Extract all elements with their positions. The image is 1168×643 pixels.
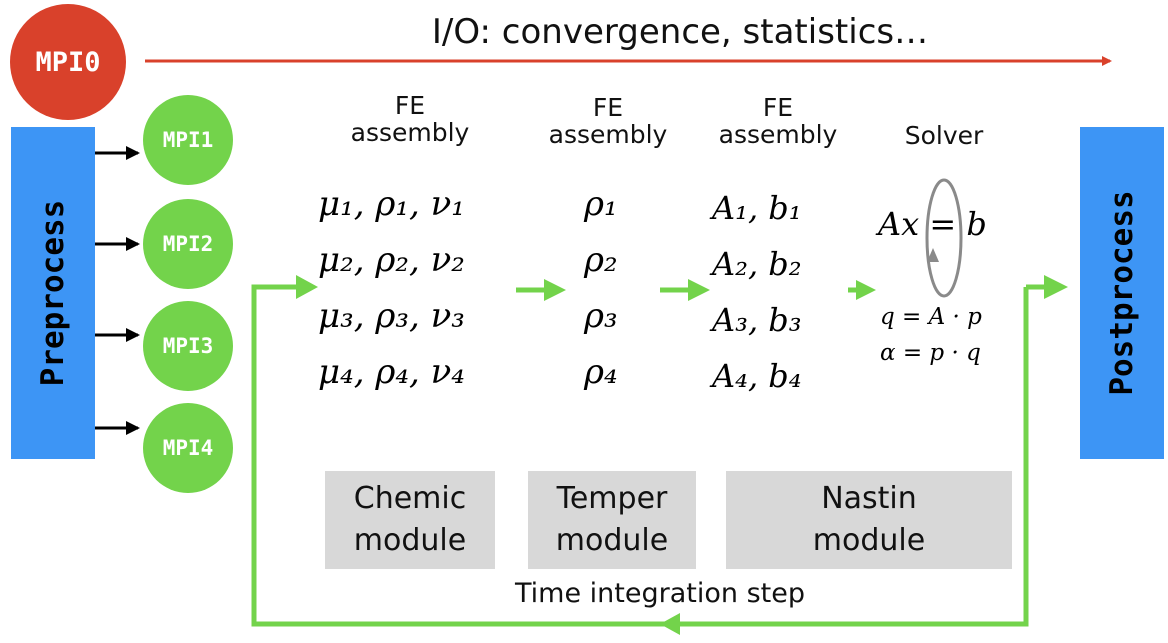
chemic-var-row: μ₄, ρ₄, ν₄ xyxy=(318,352,465,392)
time-integration-label: Time integration step xyxy=(515,578,805,609)
preprocess-box: Preprocess xyxy=(11,127,95,459)
postprocess-label: Postprocess xyxy=(1104,190,1140,396)
mpi1-node: MPI1 xyxy=(143,95,233,185)
mpi3-node: MPI3 xyxy=(143,301,233,391)
nastin-vars: A₁, b₁ A₂, b₂ A₃, b₃ A₄, b₄ xyxy=(712,180,802,404)
flow-arrowheads xyxy=(296,275,1068,635)
nastin-module-line1: Nastin xyxy=(821,481,917,516)
nastin-var-row: A₁, b₁ xyxy=(712,189,802,227)
temper-module-line1: Temper xyxy=(556,481,668,516)
nastin-module-box: Nastin module xyxy=(726,471,1012,569)
mpi4-label: MPI4 xyxy=(162,436,214,460)
solver-iteration-icon xyxy=(925,178,963,298)
preprocess-label: Preprocess xyxy=(35,199,71,387)
chemic-var-row: μ₃, ρ₃, ν₃ xyxy=(318,296,465,336)
flow-arrow-1 xyxy=(516,279,566,301)
chemic-assembly-line2: assembly xyxy=(350,118,470,147)
nastin-var-row: A₄, b₄ xyxy=(712,357,802,395)
temper-module-line2: module xyxy=(555,523,669,558)
io-label: I/O: convergence, statistics… xyxy=(431,12,929,52)
temper-module-box: Temper module xyxy=(528,471,696,569)
temper-var-row: ρ₁ xyxy=(584,184,618,224)
postprocess-box: Postprocess xyxy=(1080,127,1164,459)
temper-vars: ρ₁ ρ₂ ρ₃ ρ₄ xyxy=(584,176,618,400)
temper-assembly-label: FE assembly xyxy=(520,94,696,148)
nastin-assembly-line1: FE xyxy=(762,93,794,122)
temper-assembly-line2: assembly xyxy=(548,120,668,149)
chemic-vars: μ₁, ρ₁, ν₁ μ₂, ρ₂, ν₂ μ₃, ρ₃, ν₃ μ₄, ρ₄,… xyxy=(318,176,465,400)
nastin-var-row: A₃, b₃ xyxy=(712,301,802,339)
chemic-var-row: μ₁, ρ₁, ν₁ xyxy=(318,184,465,224)
solver-q-equation: q = A · p xyxy=(880,304,982,330)
flow-arrow-2 xyxy=(660,279,710,301)
nastin-assembly-line2: assembly xyxy=(718,120,838,149)
solver-label: Solver xyxy=(904,121,984,150)
temper-assembly-line1: FE xyxy=(592,93,624,122)
mpi0-node: MPI0 xyxy=(10,4,126,120)
chemic-module-box: Chemic module xyxy=(325,471,495,569)
solver-alpha-equation: α = p · q xyxy=(880,340,981,366)
solver-main-equation: Ax = b xyxy=(878,205,987,243)
nastin-assembly-label: FE assembly xyxy=(690,94,866,148)
mpi1-label: MPI1 xyxy=(162,128,214,152)
nastin-module-line2: module xyxy=(812,523,926,558)
chemic-var-row: μ₂, ρ₂, ν₂ xyxy=(318,240,465,280)
mpi0-label: MPI0 xyxy=(35,46,101,78)
chemic-module-line1: Chemic xyxy=(353,481,467,516)
temper-var-row: ρ₂ xyxy=(584,240,618,280)
mpi2-label: MPI2 xyxy=(162,232,214,256)
mpi3-label: MPI3 xyxy=(162,334,214,358)
chemic-assembly-label: FE assembly xyxy=(320,92,500,146)
flow-arrow-3 xyxy=(848,280,876,300)
mpi4-node: MPI4 xyxy=(143,403,233,493)
temper-var-row: ρ₄ xyxy=(584,352,618,392)
chemic-module-line2: module xyxy=(353,523,467,558)
nastin-var-row: A₂, b₂ xyxy=(712,245,802,283)
mpi2-node: MPI2 xyxy=(143,199,233,289)
temper-var-row: ρ₃ xyxy=(584,296,618,336)
chemic-assembly-line1: FE xyxy=(394,91,426,120)
